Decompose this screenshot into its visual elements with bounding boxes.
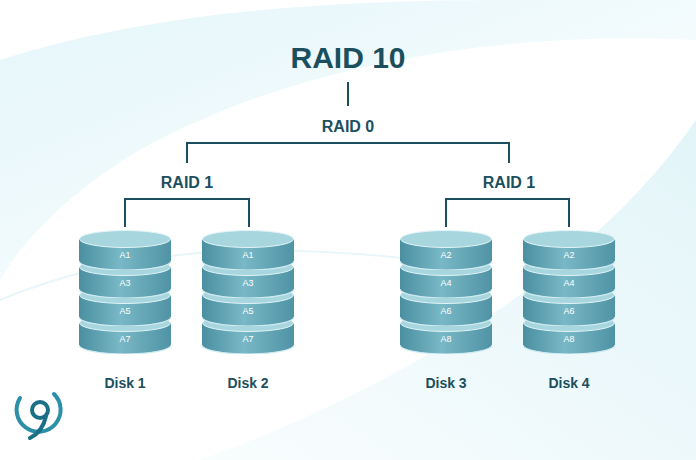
swoosh (0, 0, 696, 280)
disk-stack: Disk 1 A1A3A5A7 (79, 230, 171, 400)
block-label: A2 (523, 249, 615, 261)
disk-platter: A1 (79, 230, 171, 270)
disk-stack: Disk 4 A2A4A6A8 (523, 230, 615, 400)
platter-top (203, 287, 294, 304)
disk-label: Disk 1 (79, 373, 171, 393)
block-label: A5 (79, 305, 171, 317)
block-label: A8 (523, 333, 615, 345)
platter-top (524, 287, 615, 304)
block-label: A8 (400, 333, 492, 345)
platter-top (401, 259, 492, 276)
block-label: A3 (202, 277, 294, 289)
disk-stack: Disk 3 A2A4A6A8 (400, 230, 492, 400)
logo (17, 394, 61, 438)
platter-top (401, 231, 492, 248)
disk-stack: Disk 2 A1A3A5A7 (202, 230, 294, 400)
platter-top (80, 231, 171, 248)
disk-platter: A2 (523, 230, 615, 270)
block-label: A5 (202, 305, 294, 317)
tree-line (347, 82, 349, 106)
bracket-line (187, 143, 509, 163)
platter-top (203, 315, 294, 332)
disk-label: Disk 4 (523, 373, 615, 393)
platter-edge (79, 345, 171, 354)
platter-top (524, 315, 615, 332)
block-label: A3 (79, 277, 171, 289)
block-label: A4 (400, 277, 492, 289)
block-label: A1 (79, 249, 171, 261)
platter-top (80, 259, 171, 276)
platter-edge (400, 345, 492, 354)
block-label: A1 (202, 249, 294, 261)
platter-edge (523, 345, 615, 354)
raid-level-label: RAID 1 (483, 174, 535, 192)
platter-top (524, 231, 615, 248)
platter-top (203, 259, 294, 276)
block-label: A2 (400, 249, 492, 261)
platter-top (203, 231, 294, 248)
platter-top (80, 315, 171, 332)
bracket-line (446, 199, 569, 227)
platter-top (80, 287, 171, 304)
block-label: A4 (523, 277, 615, 289)
disk-label: Disk 3 (400, 373, 492, 393)
platter-top (401, 287, 492, 304)
raid-level-label: RAID 1 (161, 174, 213, 192)
disk-platter: A1 (202, 230, 294, 270)
raid-level-label: RAID 0 (322, 118, 374, 136)
block-label: A7 (202, 333, 294, 345)
block-label: A6 (523, 305, 615, 317)
disk-label: Disk 2 (202, 373, 294, 393)
platter-edge (202, 345, 294, 354)
block-label: A7 (79, 333, 171, 345)
swoosh (200, 120, 696, 460)
diagram-title: RAID 10 (290, 41, 405, 75)
bracket-line (125, 199, 249, 227)
platter-top (524, 259, 615, 276)
logo-tail (30, 416, 46, 438)
logo-arc (17, 394, 61, 432)
disk-platter: A2 (400, 230, 492, 270)
platter-top (401, 315, 492, 332)
block-label: A6 (400, 305, 492, 317)
